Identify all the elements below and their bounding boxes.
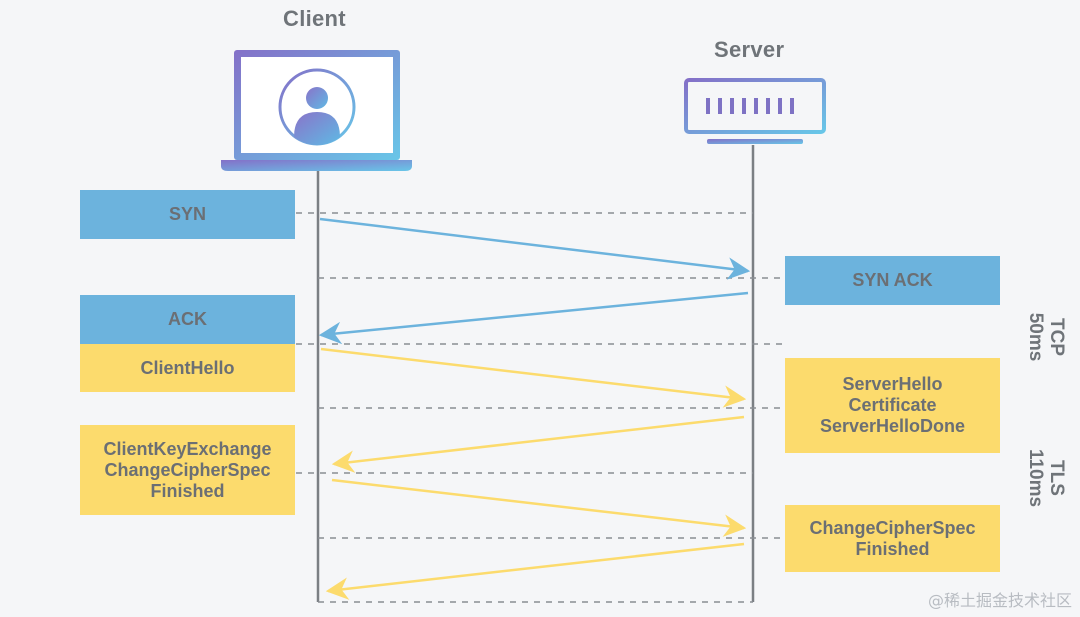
server-hello-box: ServerHello Certificate ServerHelloDone	[785, 358, 1000, 453]
syn-ack-text: SYN ACK	[852, 270, 933, 290]
client-key-exchange-box: ClientKeyExchange ChangeCipherSpec Finis…	[80, 425, 295, 515]
watermark: @稀土掘金技术社区	[927, 591, 1072, 610]
tls-arrows	[320, 347, 747, 600]
laptop-icon	[221, 50, 412, 171]
tls-phase-label: TLS 110ms	[1025, 448, 1067, 508]
client-key-exchange-text: ClientKeyExchange ChangeCipherSpec Finis…	[103, 438, 272, 501]
tcp-arrows	[318, 217, 751, 345]
client-hello-arrow	[320, 347, 747, 408]
server-finished-box: ChangeCipherSpec Finished	[785, 505, 1000, 572]
ack-text: ACK	[168, 309, 207, 329]
server-finished-text: ChangeCipherSpec Finished	[809, 517, 976, 559]
syn-arrow	[319, 217, 751, 280]
syn-ack-box: SYN ACK	[785, 256, 1000, 305]
syn-text: SYN	[168, 204, 206, 224]
tcp-phase-label: TCP 50ms	[1025, 312, 1067, 362]
time-markers	[296, 212, 786, 603]
client-hello-text: ClientHello	[140, 357, 235, 378]
client-key-arrow	[331, 478, 747, 537]
client-label: Client	[283, 6, 346, 31]
server-hello-arrow	[331, 415, 745, 473]
server-finished-arrow	[325, 542, 745, 600]
server-hello-text: ServerHello Certificate ServerHelloDone	[819, 374, 966, 436]
syn-ack-arrow	[318, 291, 749, 345]
server-label: Server	[714, 37, 785, 62]
syn-box: SYN	[80, 190, 295, 239]
client-hello-box: ClientHello	[80, 344, 295, 392]
ack-box: ACK	[80, 295, 295, 344]
server-icon	[684, 78, 826, 144]
